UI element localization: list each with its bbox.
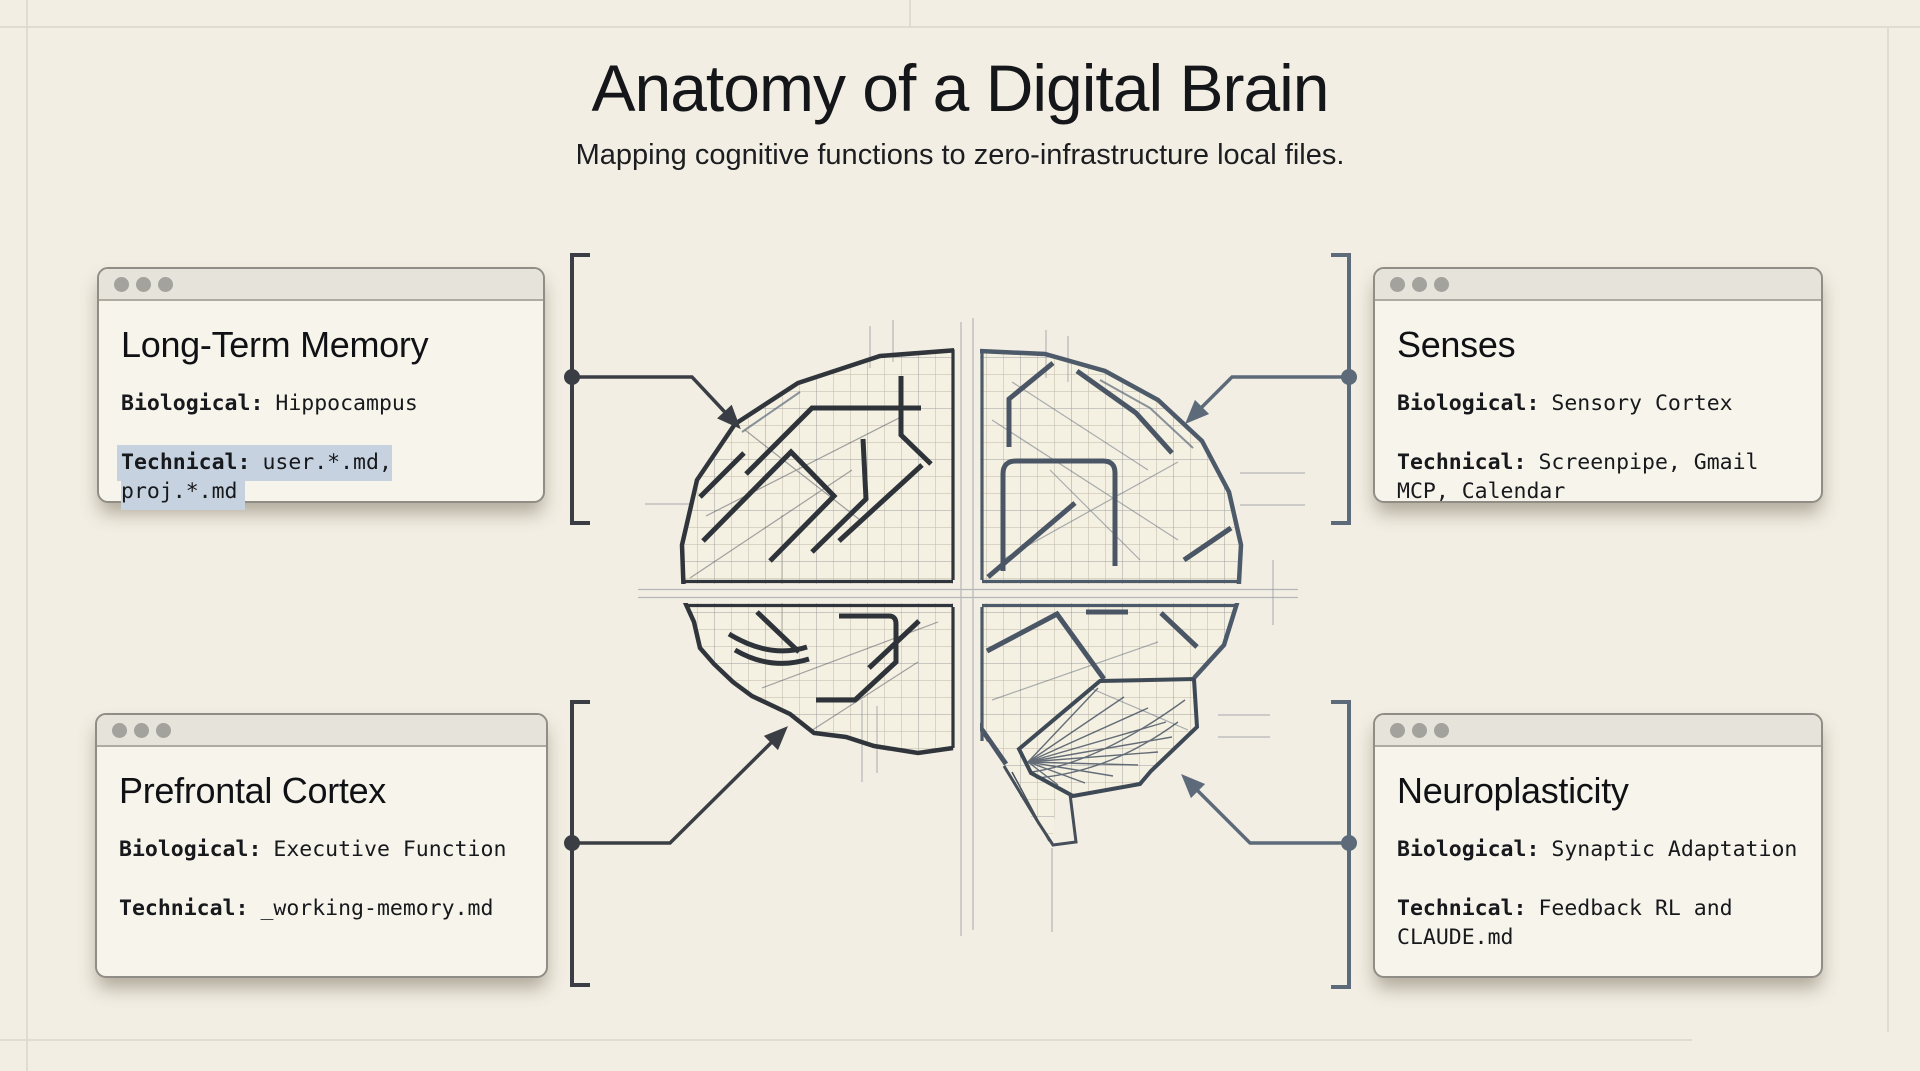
connector-bottom-left (564, 700, 788, 987)
card-long-term-memory: Long-Term Memory Biological:Hippocampus … (97, 267, 545, 511)
arrow-icon (1181, 774, 1349, 845)
window-titlebar (1375, 269, 1821, 301)
biological-value: Synaptic Adaptation (1551, 837, 1798, 862)
page-title: Anatomy of a Digital Brain (591, 51, 1329, 125)
window-dot-icon (1412, 276, 1427, 292)
biological-value: Hippocampus (275, 391, 418, 416)
biological-row: Biological: Hippocampus (121, 389, 523, 418)
technical-label: Technical: (1397, 450, 1527, 476)
window-dot-icon (1434, 276, 1449, 292)
technical-row: Technical:Screenpipe, Gmail MCP, Calenda… (1397, 448, 1801, 506)
card-body: Long-Term Memory Biological:Hippocampus … (99, 301, 543, 511)
page-subtitle: Mapping cognitive functions to zero-infr… (575, 139, 1345, 172)
biological-row: Biological: Executive Function (119, 835, 526, 864)
biological-label: Biological: (119, 837, 262, 862)
biological-label: Biological: (121, 391, 264, 416)
biological-value: Sensory Cortex (1551, 391, 1733, 416)
technical-row: Technical:user.*.md, proj.*.md (117, 445, 523, 511)
window-dot-icon (1390, 276, 1405, 292)
biological-value: Executive Function (273, 837, 507, 862)
biological-row: Biological: Sensory Cortex (1397, 389, 1801, 418)
arrow-icon (1185, 375, 1349, 424)
connector-bottom-right (1181, 700, 1357, 989)
quadrant-gaps (674, 342, 1246, 758)
bracket-icon (570, 253, 590, 525)
brain-gyri-maze (698, 361, 1233, 766)
bracket-icon (1331, 253, 1351, 525)
window-dot-icon (114, 276, 129, 292)
window-dot-icon (1412, 722, 1427, 738)
brain-stem (1002, 765, 1078, 847)
card-title: Neuroplasticity (1397, 770, 1629, 811)
technical-value: Screenpipe, Gmail MCP, Calendar (1397, 450, 1759, 505)
brain-outline (679, 347, 1244, 756)
technical-row: Technical:Feedback RL and CLAUDE.md (1397, 894, 1801, 952)
window-dot-icon (112, 722, 127, 738)
window-dot-icon (136, 276, 151, 292)
card-neuroplasticity: Neuroplasticity Biological: Synaptic Adap… (1373, 713, 1823, 978)
technical-label: Technical: (121, 450, 251, 476)
card-body: Senses Biological: Sensory Cortex Technic… (1375, 301, 1821, 506)
header: Anatomy of a Digital Brain Mapping cogni… (0, 51, 1920, 172)
window-dot-icon (156, 722, 171, 738)
biological-label: Biological: (1397, 391, 1540, 416)
technical-value: Feedback RL and CLAUDE.md (1397, 896, 1733, 951)
technical-value: user.*.md, proj.*.md (121, 450, 392, 505)
card-title: Senses (1397, 324, 1516, 365)
card-body: Prefrontal Cortex Biological: Executive F… (97, 747, 546, 923)
technical-label: Technical: (119, 896, 249, 922)
window-dot-icon (158, 276, 173, 292)
biological-row: Biological: Synaptic Adaptation (1397, 835, 1801, 864)
connector-top-left (564, 253, 741, 525)
biological-label: Biological: (1397, 837, 1540, 862)
cerebellum (1016, 676, 1200, 799)
technical-value: _working-memory.md (260, 896, 494, 922)
technical-row: Technical: _working-memory.md (119, 894, 526, 923)
technical-highlight: Technical:user.*.md, proj.*.md (117, 445, 392, 511)
card-body: Neuroplasticity Biological: Synaptic Adap… (1375, 747, 1821, 952)
crosshair-axes (638, 318, 1298, 936)
quadrant-edges (682, 349, 1241, 753)
connector-top-right (1185, 253, 1357, 525)
card-senses: Senses Biological: Sensory Cortex Technic… (1373, 267, 1823, 506)
arrow-icon (572, 375, 741, 430)
window-dot-icon (1390, 722, 1405, 738)
window-dot-icon (1434, 722, 1449, 738)
card-title: Prefrontal Cortex (119, 770, 387, 811)
arrow-icon (572, 726, 788, 845)
card-prefrontal-cortex: Prefrontal Cortex Biological: Executive F… (95, 713, 548, 978)
window-titlebar (99, 269, 543, 301)
window-titlebar (97, 715, 546, 747)
window-dot-icon (134, 722, 149, 738)
window-titlebar (1375, 715, 1821, 747)
card-title: Long-Term Memory (121, 324, 429, 365)
technical-label: Technical: (1397, 896, 1527, 922)
